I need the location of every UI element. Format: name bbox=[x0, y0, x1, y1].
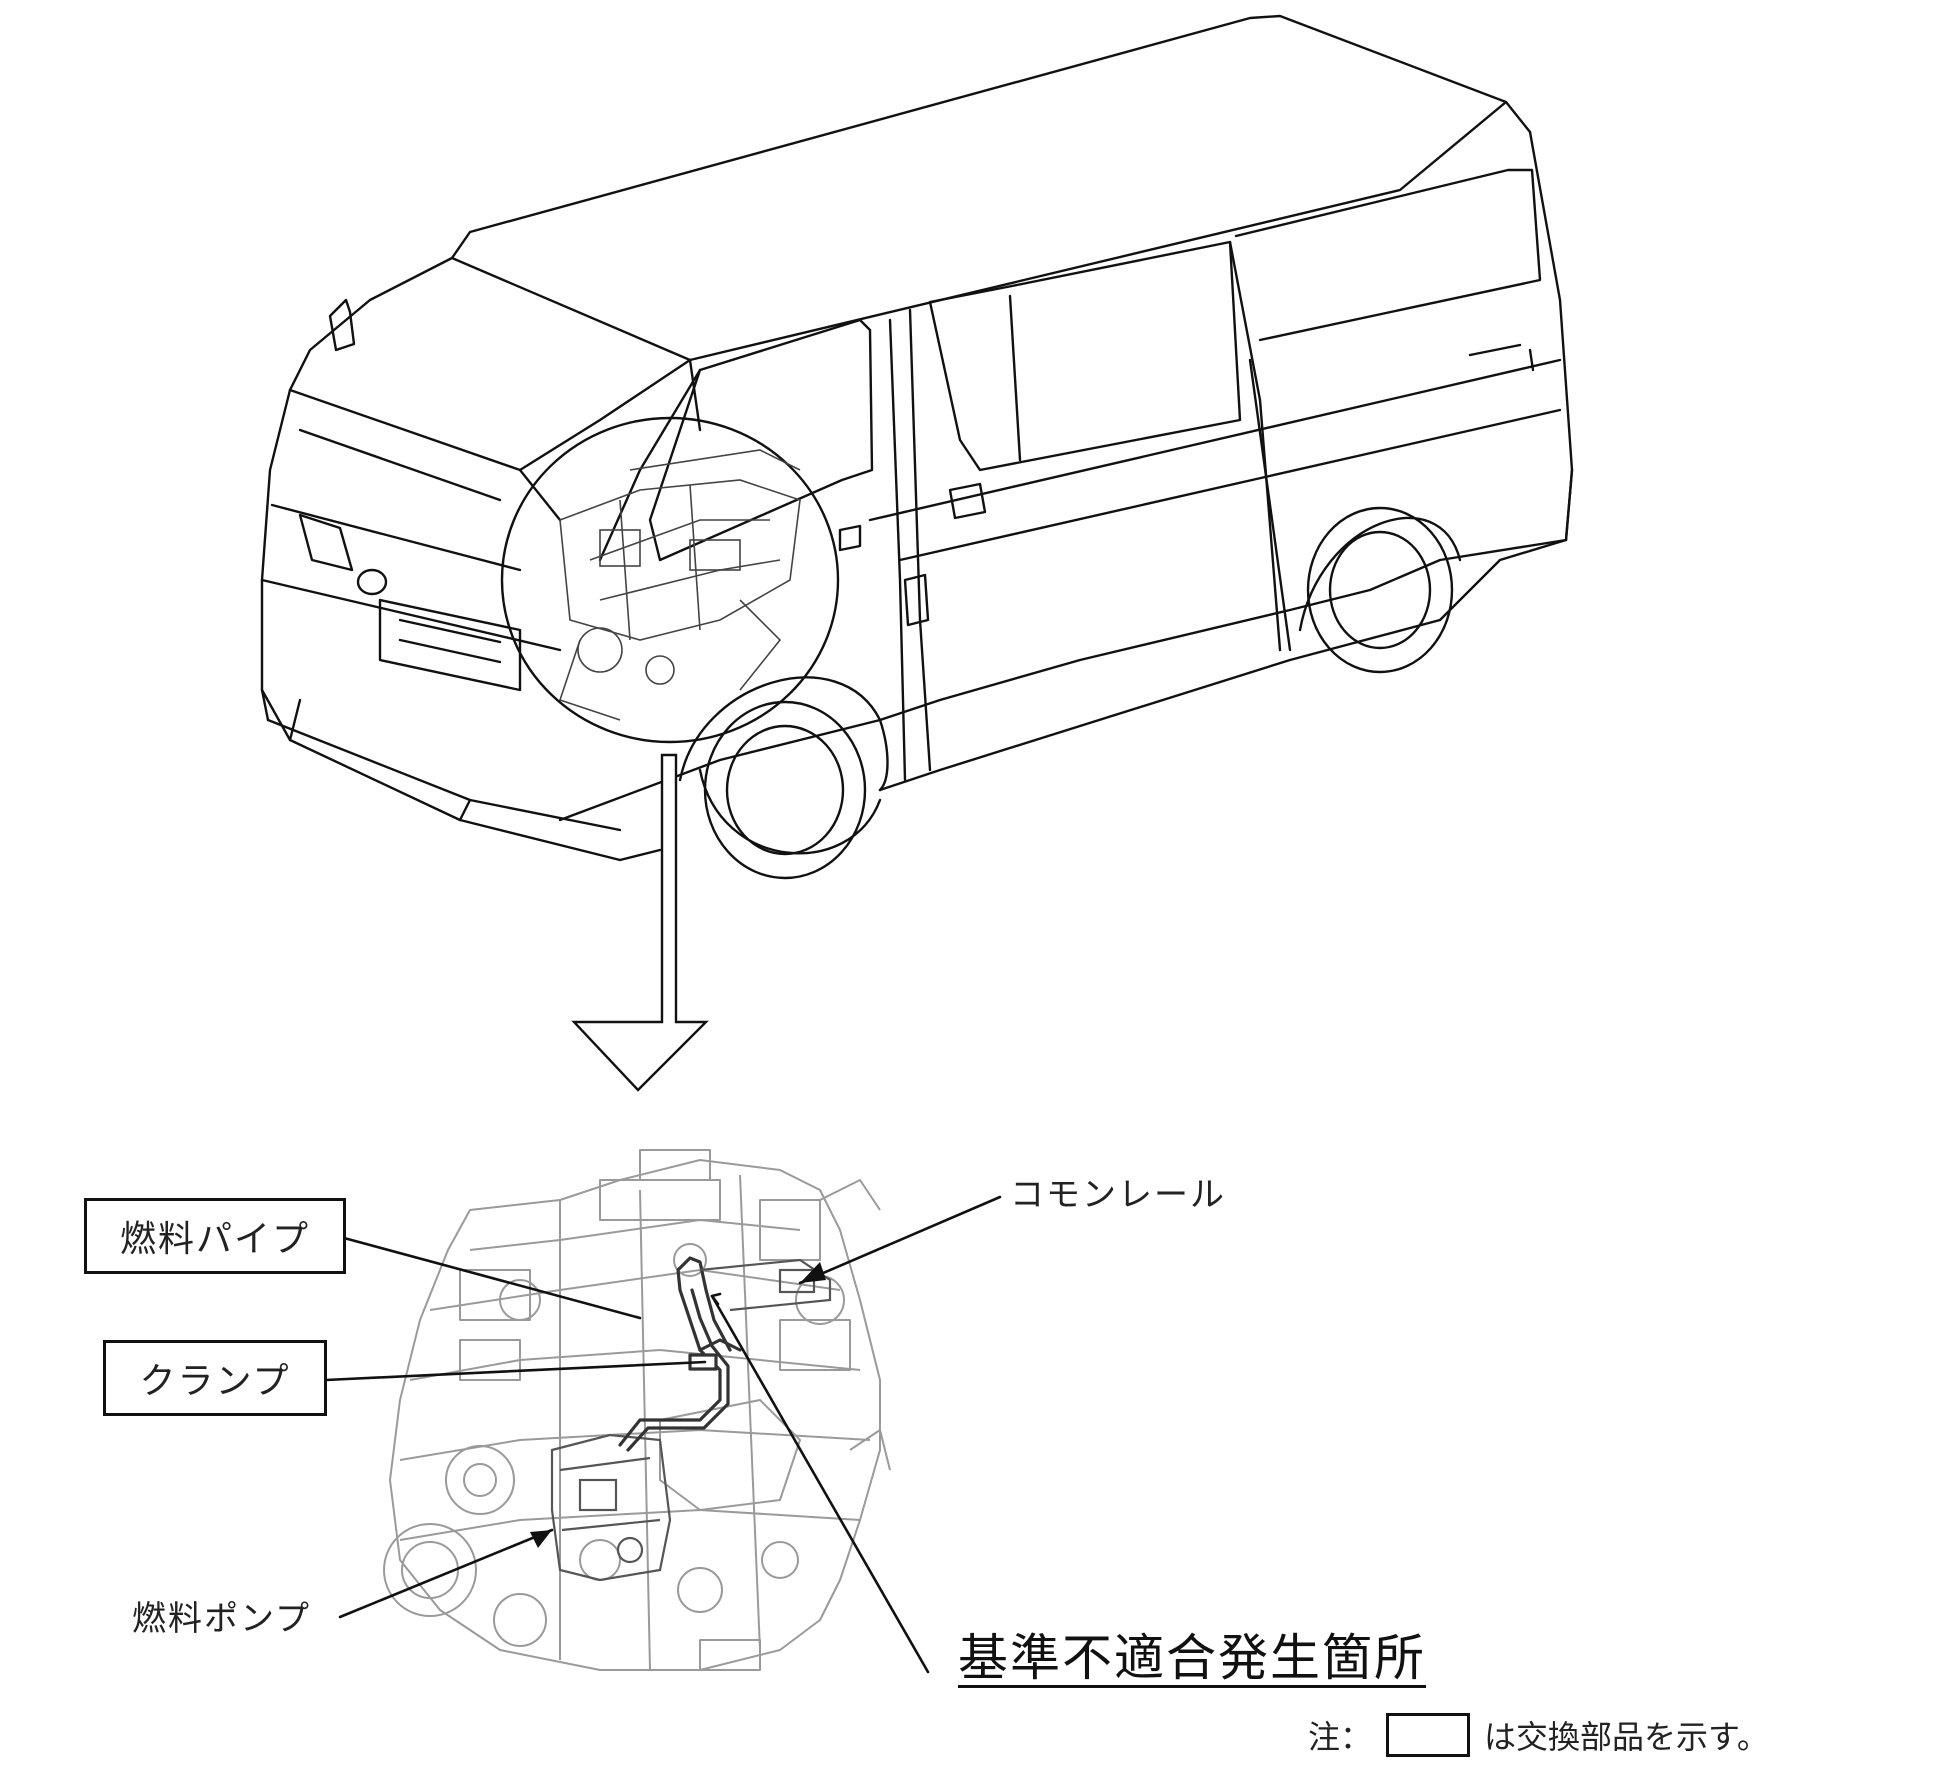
fuel-pump-leader bbox=[338, 1528, 554, 1619]
replacement-part-box-sample bbox=[1386, 1713, 1471, 1757]
leader-arrowheads bbox=[530, 1262, 826, 1548]
fuel-pipe-leader bbox=[342, 1236, 642, 1320]
fuel-pump-label: 燃料ポンプ bbox=[132, 1599, 311, 1639]
note-prefix: 注： bbox=[1308, 1718, 1373, 1756]
engine-zoom-circle bbox=[500, 416, 840, 744]
fuel-pipe-label-box: 燃料パイプ bbox=[84, 1198, 346, 1274]
van-illustration bbox=[260, 14, 1574, 880]
common-rail-label: コモンレール bbox=[1010, 1175, 1226, 1215]
engine-illustration bbox=[383, 1149, 891, 1671]
common-rail-leader bbox=[798, 1195, 1002, 1285]
defect-leader bbox=[710, 1294, 930, 1674]
clamp-leader bbox=[324, 1360, 707, 1382]
leader-lines bbox=[324, 1195, 1002, 1674]
fuel-pipe-part bbox=[618, 1256, 742, 1452]
clamp-label: クランプ bbox=[139, 1361, 291, 1402]
clamp-label-box: クランプ bbox=[103, 1340, 327, 1416]
defect-location-label: 基準不適合発生箇所 bbox=[958, 1629, 1426, 1687]
fuel-pipe-label: 燃料パイプ bbox=[119, 1219, 310, 1260]
fuel-pump-part bbox=[550, 1433, 672, 1582]
zoom-arrow bbox=[571, 753, 709, 1092]
note-suffix: は交換部品を示す。 bbox=[1484, 1718, 1769, 1756]
legend-note: 注： は交換部品を示す。 bbox=[1308, 1712, 1769, 1758]
